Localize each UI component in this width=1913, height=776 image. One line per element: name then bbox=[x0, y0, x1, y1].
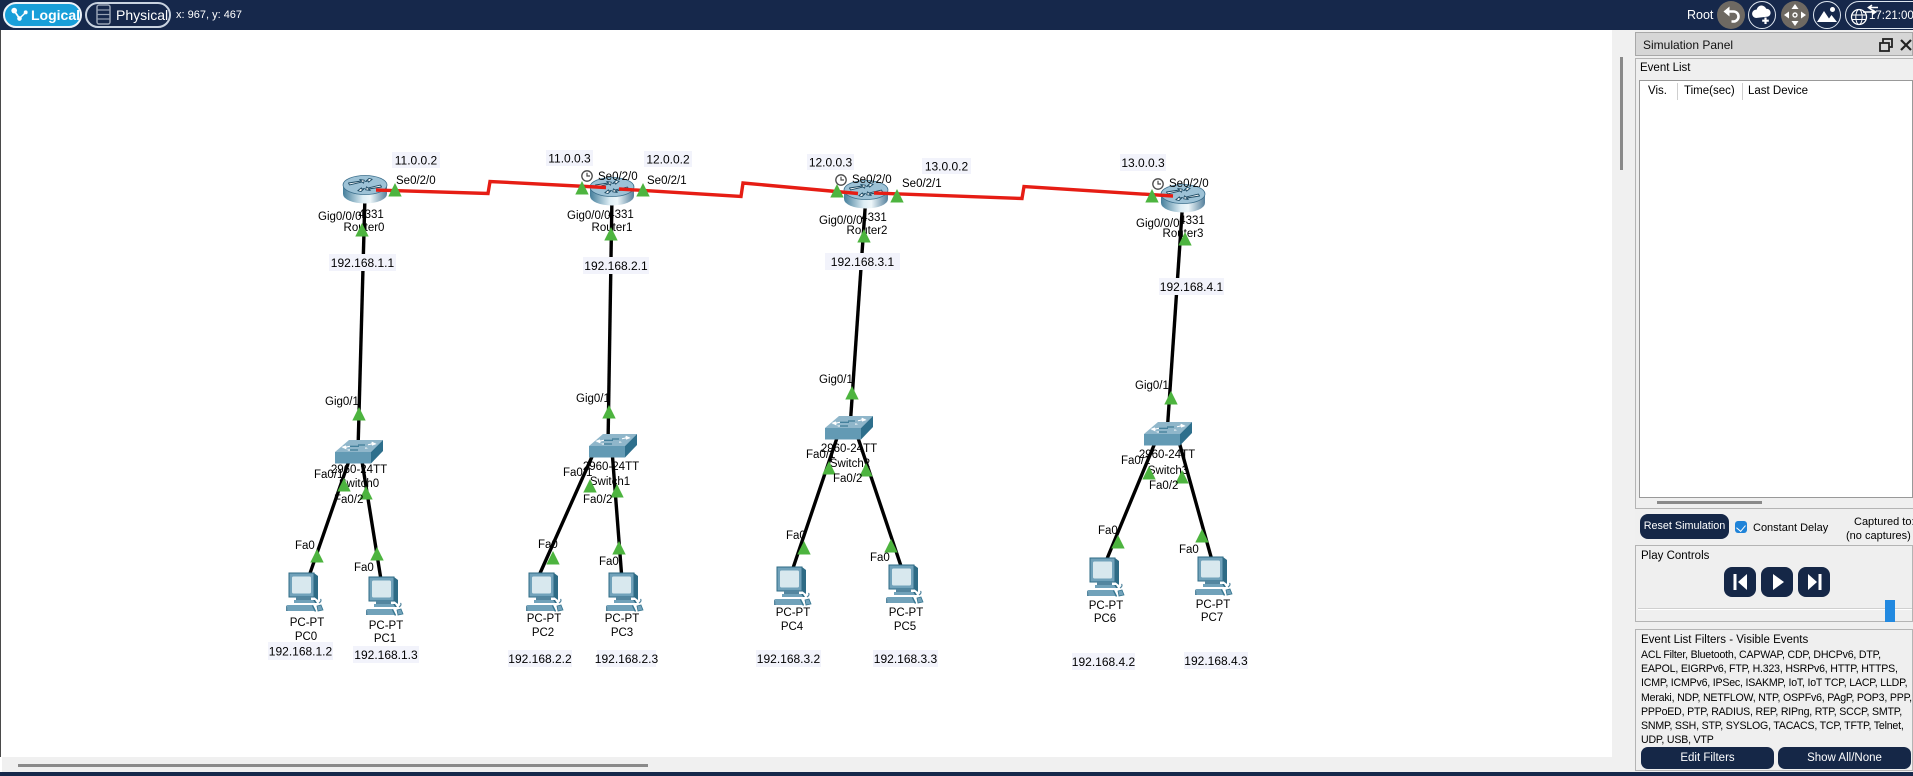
svg-text:PC-PT: PC-PT bbox=[605, 613, 640, 625]
svg-text:Fa0/1: Fa0/1 bbox=[563, 467, 592, 479]
svg-text:Fa0: Fa0 bbox=[1179, 544, 1199, 556]
svg-text:12.0.0.2: 12.0.0.2 bbox=[646, 153, 690, 167]
svg-text:Fa0: Fa0 bbox=[786, 530, 806, 542]
svg-text:192.168.3.2: 192.168.3.2 bbox=[757, 652, 821, 666]
svg-text:Fa0/2: Fa0/2 bbox=[833, 473, 862, 485]
svg-text:PC7: PC7 bbox=[1201, 612, 1223, 624]
svg-text:PC-PT: PC-PT bbox=[889, 607, 924, 619]
svg-text:PC0: PC0 bbox=[295, 631, 317, 643]
svg-text:PC4: PC4 bbox=[781, 621, 804, 633]
svg-text:Fa0/1: Fa0/1 bbox=[1121, 455, 1150, 467]
svg-text:Fa0: Fa0 bbox=[538, 539, 558, 551]
svg-text:12.0.0.3: 12.0.0.3 bbox=[809, 156, 853, 170]
svg-text:192.168.3.1: 192.168.3.1 bbox=[831, 255, 895, 269]
svg-text:Se0/2/1: Se0/2/1 bbox=[902, 178, 942, 190]
svg-text:2960-24TT: 2960-24TT bbox=[583, 461, 639, 473]
svg-text:PC-PT: PC-PT bbox=[527, 613, 562, 625]
svg-text:4331: 4331 bbox=[608, 209, 634, 221]
svg-text:Fa0: Fa0 bbox=[1098, 525, 1118, 537]
svg-text:11.0.0.3: 11.0.0.3 bbox=[548, 152, 591, 166]
svg-text:Fa0: Fa0 bbox=[354, 562, 374, 574]
svg-text:192.168.1.3: 192.168.1.3 bbox=[354, 648, 418, 662]
svg-text:Router3: Router3 bbox=[1163, 228, 1204, 240]
svg-text:PC-PT: PC-PT bbox=[1196, 599, 1231, 611]
svg-text:192.168.2.3: 192.168.2.3 bbox=[595, 652, 659, 666]
svg-text:PC2: PC2 bbox=[532, 627, 554, 639]
svg-text:Switch1: Switch1 bbox=[590, 476, 630, 488]
svg-text:Fa0/2: Fa0/2 bbox=[583, 494, 612, 506]
svg-text:Se0/2/0: Se0/2/0 bbox=[396, 175, 436, 187]
svg-text:Gig0/1: Gig0/1 bbox=[576, 393, 610, 405]
svg-text:192.168.1.2: 192.168.1.2 bbox=[269, 645, 333, 659]
svg-text:11.0.0.2: 11.0.0.2 bbox=[395, 154, 438, 168]
svg-text:Se0/2/0: Se0/2/0 bbox=[1169, 178, 1209, 190]
svg-text:PC-PT: PC-PT bbox=[776, 607, 811, 619]
svg-text:Gig0/1: Gig0/1 bbox=[1135, 380, 1169, 392]
svg-text:Switch3: Switch3 bbox=[1148, 465, 1188, 477]
svg-text:Gig0/0/0: Gig0/0/0 bbox=[318, 211, 361, 223]
svg-text:192.168.1.1: 192.168.1.1 bbox=[331, 256, 395, 270]
svg-text:Fa0: Fa0 bbox=[599, 556, 619, 568]
svg-text:Fa0/2: Fa0/2 bbox=[334, 494, 363, 506]
svg-text:Fa0/2: Fa0/2 bbox=[1149, 480, 1178, 492]
svg-text:PC-PT: PC-PT bbox=[369, 620, 404, 632]
svg-text:Switch2: Switch2 bbox=[830, 458, 870, 470]
svg-text:Switch0: Switch0 bbox=[339, 478, 379, 490]
svg-text:Gig0/0/0: Gig0/0/0 bbox=[819, 215, 862, 227]
svg-text:PC6: PC6 bbox=[1094, 613, 1116, 625]
svg-text:Fa0: Fa0 bbox=[870, 552, 890, 564]
svg-text:192.168.3.3: 192.168.3.3 bbox=[874, 652, 938, 666]
svg-text:Gig0/0/0: Gig0/0/0 bbox=[1136, 218, 1179, 230]
svg-text:PC5: PC5 bbox=[894, 621, 916, 633]
svg-text:4331: 4331 bbox=[1179, 215, 1205, 227]
svg-text:13.0.0.3: 13.0.0.3 bbox=[1121, 156, 1165, 170]
svg-text:Gig0/1: Gig0/1 bbox=[819, 374, 853, 386]
svg-text:Se0/2/0: Se0/2/0 bbox=[598, 171, 638, 183]
svg-text:192.168.4.2: 192.168.4.2 bbox=[1072, 655, 1136, 669]
svg-text:192.168.4.1: 192.168.4.1 bbox=[1160, 280, 1224, 294]
svg-text:4331: 4331 bbox=[861, 212, 887, 224]
svg-text:PC-PT: PC-PT bbox=[290, 617, 325, 629]
svg-text:13.0.0.2: 13.0.0.2 bbox=[925, 160, 969, 174]
svg-text:192.168.4.3: 192.168.4.3 bbox=[1184, 654, 1248, 668]
svg-text:Se0/2/0: Se0/2/0 bbox=[852, 174, 892, 186]
svg-text:PC3: PC3 bbox=[611, 627, 633, 639]
svg-text:Gig0/0/0: Gig0/0/0 bbox=[567, 210, 610, 222]
svg-text:Fa0: Fa0 bbox=[295, 540, 315, 552]
svg-text:4331: 4331 bbox=[358, 209, 384, 221]
svg-text:Fa0/1: Fa0/1 bbox=[314, 469, 343, 481]
svg-text:192.168.2.2: 192.168.2.2 bbox=[508, 652, 572, 666]
svg-text:Fa0/1: Fa0/1 bbox=[806, 449, 835, 461]
svg-text:PC-PT: PC-PT bbox=[1089, 600, 1124, 612]
svg-text:PC1: PC1 bbox=[374, 633, 396, 645]
svg-text:Gig0/1: Gig0/1 bbox=[325, 396, 359, 408]
svg-text:Router2: Router2 bbox=[847, 225, 888, 237]
svg-text:192.168.2.1: 192.168.2.1 bbox=[584, 259, 648, 273]
svg-text:Se0/2/1: Se0/2/1 bbox=[647, 175, 687, 187]
